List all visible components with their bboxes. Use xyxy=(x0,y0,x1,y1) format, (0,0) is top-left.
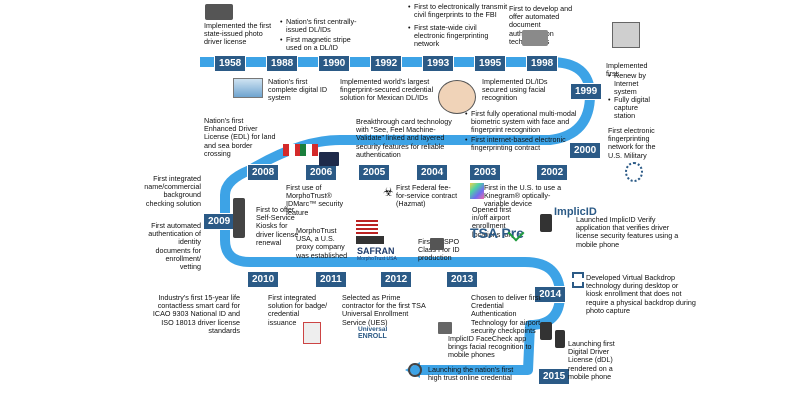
tsa-pre-logo: TSA Pre xyxy=(470,225,524,241)
event-2012: Selected as Prime contractor for the fir… xyxy=(342,293,426,327)
printer-icon xyxy=(430,238,444,250)
event-2015-b: Launching the nation's first high trust … xyxy=(428,365,514,383)
year-1995: 1995 xyxy=(474,55,507,72)
year-2005: 2005 xyxy=(358,164,391,181)
event-2002-a: First fully operational multi-modal biom… xyxy=(465,109,581,135)
event-2002-b: First internet-based electronic fingerpr… xyxy=(465,135,576,152)
year-2011: 2011 xyxy=(315,271,347,288)
year-2008: 2008 xyxy=(247,164,280,181)
phone-icon xyxy=(540,322,552,340)
year-1998: 1998 xyxy=(526,55,559,72)
year-2006: 2006 xyxy=(305,164,338,181)
canada-flag-icon xyxy=(283,144,301,156)
year-2009: 2009 xyxy=(203,213,236,230)
kinegram-icon xyxy=(470,183,484,199)
event-1958: Implemented the first state-issued photo… xyxy=(204,21,272,47)
computer-icon xyxy=(612,22,640,48)
event-2010-a: Industry's first 15-year life contactles… xyxy=(152,293,240,335)
scanner-icon xyxy=(522,30,548,46)
event-2013-c: Chosen to deliver first Credential Authe… xyxy=(471,293,541,335)
mexico-flag-icon xyxy=(300,144,318,156)
event-2008: Nation's first Enhanced Driver License (… xyxy=(204,116,276,158)
event-1999-a: Renew by Internet system xyxy=(608,71,659,97)
event-2013-b: Opened first in/off airport enrollment l… xyxy=(472,205,512,239)
event-2009-b: First automated authentication of identi… xyxy=(148,221,201,272)
kiosk-icon xyxy=(233,198,245,238)
year-1993: 1993 xyxy=(422,55,455,72)
phone-ddl-icon xyxy=(555,330,565,348)
us-flag-icon xyxy=(356,220,378,234)
implicid-logo: ImplicID xyxy=(554,206,597,218)
event-1992: Implemented world's largest fingerprint-… xyxy=(340,77,434,103)
year-2012: 2012 xyxy=(380,271,413,288)
event-2000: First electronic fingerprinting network … xyxy=(608,126,656,160)
event-2003: First in the U.S. to use a Kinegram® opt… xyxy=(484,183,562,209)
year-1990: 1990 xyxy=(318,55,351,72)
event-1988-c: Nation's first complete digital ID syste… xyxy=(268,77,328,103)
person-frame-icon xyxy=(572,272,584,288)
passport-icon xyxy=(319,152,339,166)
safran-sub: MorphoTrust USA xyxy=(357,256,397,262)
event-2015-a: Launching first Digital Driver License (… xyxy=(568,339,615,381)
event-2009-a: First integrated name/commercial backgro… xyxy=(144,174,201,208)
year-1999: 1999 xyxy=(570,83,603,100)
phone-verify-icon xyxy=(540,214,552,232)
year-2014: 2014 xyxy=(534,286,567,303)
safran-logo: SAFRAN xyxy=(357,246,395,256)
badge-icon xyxy=(303,322,321,344)
event-2010-b: First integrated solution for badge/ cre… xyxy=(268,293,328,327)
event-1999-b: Fully digital capture station xyxy=(608,95,656,121)
event-1988-b: First magnetic stripe used on a DL/ID xyxy=(280,35,364,52)
id-card-icon xyxy=(233,78,263,98)
camera-icon xyxy=(205,4,233,20)
event-2004: First Federal fee-for-service contract (… xyxy=(396,183,458,209)
year-2003: 2003 xyxy=(469,164,502,181)
year-2002: 2002 xyxy=(536,164,569,181)
year-1988: 1988 xyxy=(266,55,299,72)
event-2014-b: Developed Virtual Backdrop technology du… xyxy=(586,273,696,315)
year-2013: 2013 xyxy=(446,271,479,288)
event-2006: First use of MorphoTrust® IDMarc™ securi… xyxy=(286,183,344,217)
year-1992: 1992 xyxy=(370,55,403,72)
fingerprint-icon xyxy=(625,162,643,182)
event-1988-a: Nation's first centrally-issued DL/IDs xyxy=(280,17,361,34)
event-2011: MorphoTrust USA, a U.S. proxy company wa… xyxy=(296,226,348,260)
year-2015: 2015 xyxy=(538,368,571,385)
biohazard-icon: ☣ xyxy=(383,185,394,199)
event-2014-c: ImplicID FaceCheck app brings facial rec… xyxy=(448,334,532,360)
ue-logo-a: Universal xyxy=(358,326,388,333)
year-2000: 2000 xyxy=(569,142,602,159)
event-1993-b: First state-wide civil electronic finger… xyxy=(408,23,506,49)
event-1995: Implemented DL/IDs secured using facial … xyxy=(482,77,548,103)
event-2013-a: First NASPO Class I for ID production xyxy=(418,237,460,263)
wireless-signal-icon xyxy=(408,363,422,377)
people-silhouettes-icon xyxy=(356,236,384,244)
event-2005: Breakthrough card technology with "See, … xyxy=(356,117,452,159)
year-2010: 2010 xyxy=(247,271,280,288)
face-icon xyxy=(438,80,476,114)
event-1993-a: First to electronically transmit civil f… xyxy=(408,2,509,19)
year-1958: 1958 xyxy=(214,55,247,72)
event-2009-c: First to offer Self-Service Kiosks for d… xyxy=(256,205,299,247)
scanner-device-icon xyxy=(438,322,452,334)
year-2004: 2004 xyxy=(416,164,449,181)
event-2014-a: Launched ImplicID Verify application tha… xyxy=(576,215,679,249)
ue-logo-b: ENROLL xyxy=(358,333,387,340)
